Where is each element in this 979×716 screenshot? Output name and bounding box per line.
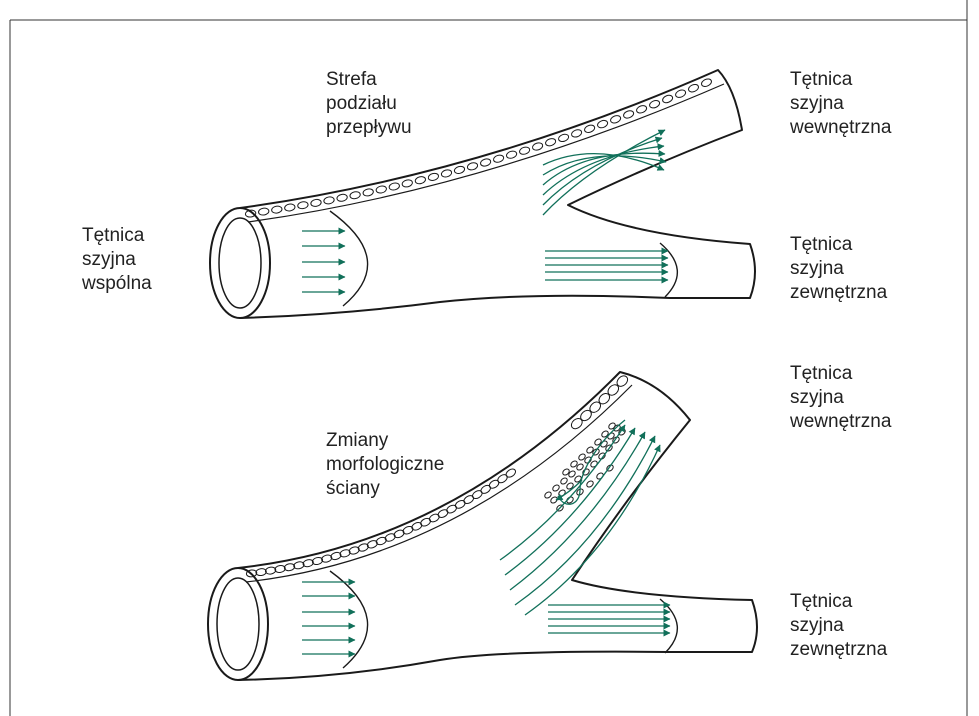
top-internal-carotid-label: Tętnica szyjna wewnętrzna [790,68,891,140]
wall-cell [297,201,308,210]
wall-cell [584,124,596,134]
bottom-artery-outline [238,372,757,680]
wall-cell [265,566,276,574]
wall-cell [674,89,686,99]
wall-cell [623,109,635,119]
wall-cell [415,176,427,185]
wall-cell [454,499,466,510]
wall-cell [700,78,712,88]
top-flow-arrows [302,130,668,292]
wall-cell [488,479,500,490]
bottom-common-carotid-opening-inner [217,578,259,670]
wall-cell [636,104,648,114]
top-artery-outline [240,70,755,318]
wall-cell [479,484,491,495]
top-bifurcation-diagram [210,70,755,318]
plaque-cell [552,484,561,493]
wall-cell [336,193,348,202]
wall-cell [532,142,544,152]
wall-cell [493,154,505,164]
wall-cell [274,565,285,574]
wall-cell [323,196,334,205]
wall-cell [388,182,400,191]
top-external-carotid-label: Tętnica szyjna zewnętrzna [790,233,887,305]
wall-cell [597,119,609,129]
wall-morphology-changes-label: Zmiany morfologiczne ściany [326,429,444,501]
wall-cell [571,128,583,138]
flow-arrow [510,432,645,590]
wall-cell [284,563,296,572]
wall-cell [362,188,374,197]
wall-cell [662,94,674,104]
wall-cell [284,203,295,211]
wall-cell [437,508,449,519]
wall-cell [649,99,661,109]
wall-cell [480,158,492,167]
wall-cell [610,114,622,124]
wall-cell [471,489,483,500]
flow-division-zone-label: Strefa podziału przepływu [326,68,412,140]
wall-cell [375,185,387,194]
top-common-carotid-opening-inner [219,218,261,308]
wall-cell [349,191,361,200]
wall-cell [293,561,305,570]
wall-cell [505,467,517,478]
wall-cell [687,83,699,93]
wall-cell [496,473,508,484]
bottom-internal-carotid-label: Tętnica szyjna wewnętrzna [790,362,891,434]
wall-cell [255,568,266,576]
wall-cell [310,199,321,208]
bottom-external-carotid-label: Tętnica szyjna zewnętrzna [790,590,887,662]
wall-cell [258,207,269,215]
plaque-cell [560,477,569,486]
wall-cell [545,137,557,147]
wall-cell [419,517,431,528]
wall-cell [558,133,570,143]
wall-cell [441,169,453,178]
wall-cell [519,146,531,156]
plaque-cell [586,480,595,489]
wall-cell [401,179,413,188]
plaque-cell [566,482,575,491]
wall-cell [445,504,457,515]
wall-cell [506,150,518,160]
wall-cell [467,162,479,171]
wall-cell [454,165,466,174]
wall-cell [428,172,440,181]
wall-cell [462,494,474,505]
bottom-bifurcation-diagram [208,372,757,680]
common-carotid-label: Tętnica szyjna wspólna [82,224,152,296]
wall-cell [428,513,440,524]
wall-cell [271,205,282,213]
plaque-cell [544,491,553,500]
